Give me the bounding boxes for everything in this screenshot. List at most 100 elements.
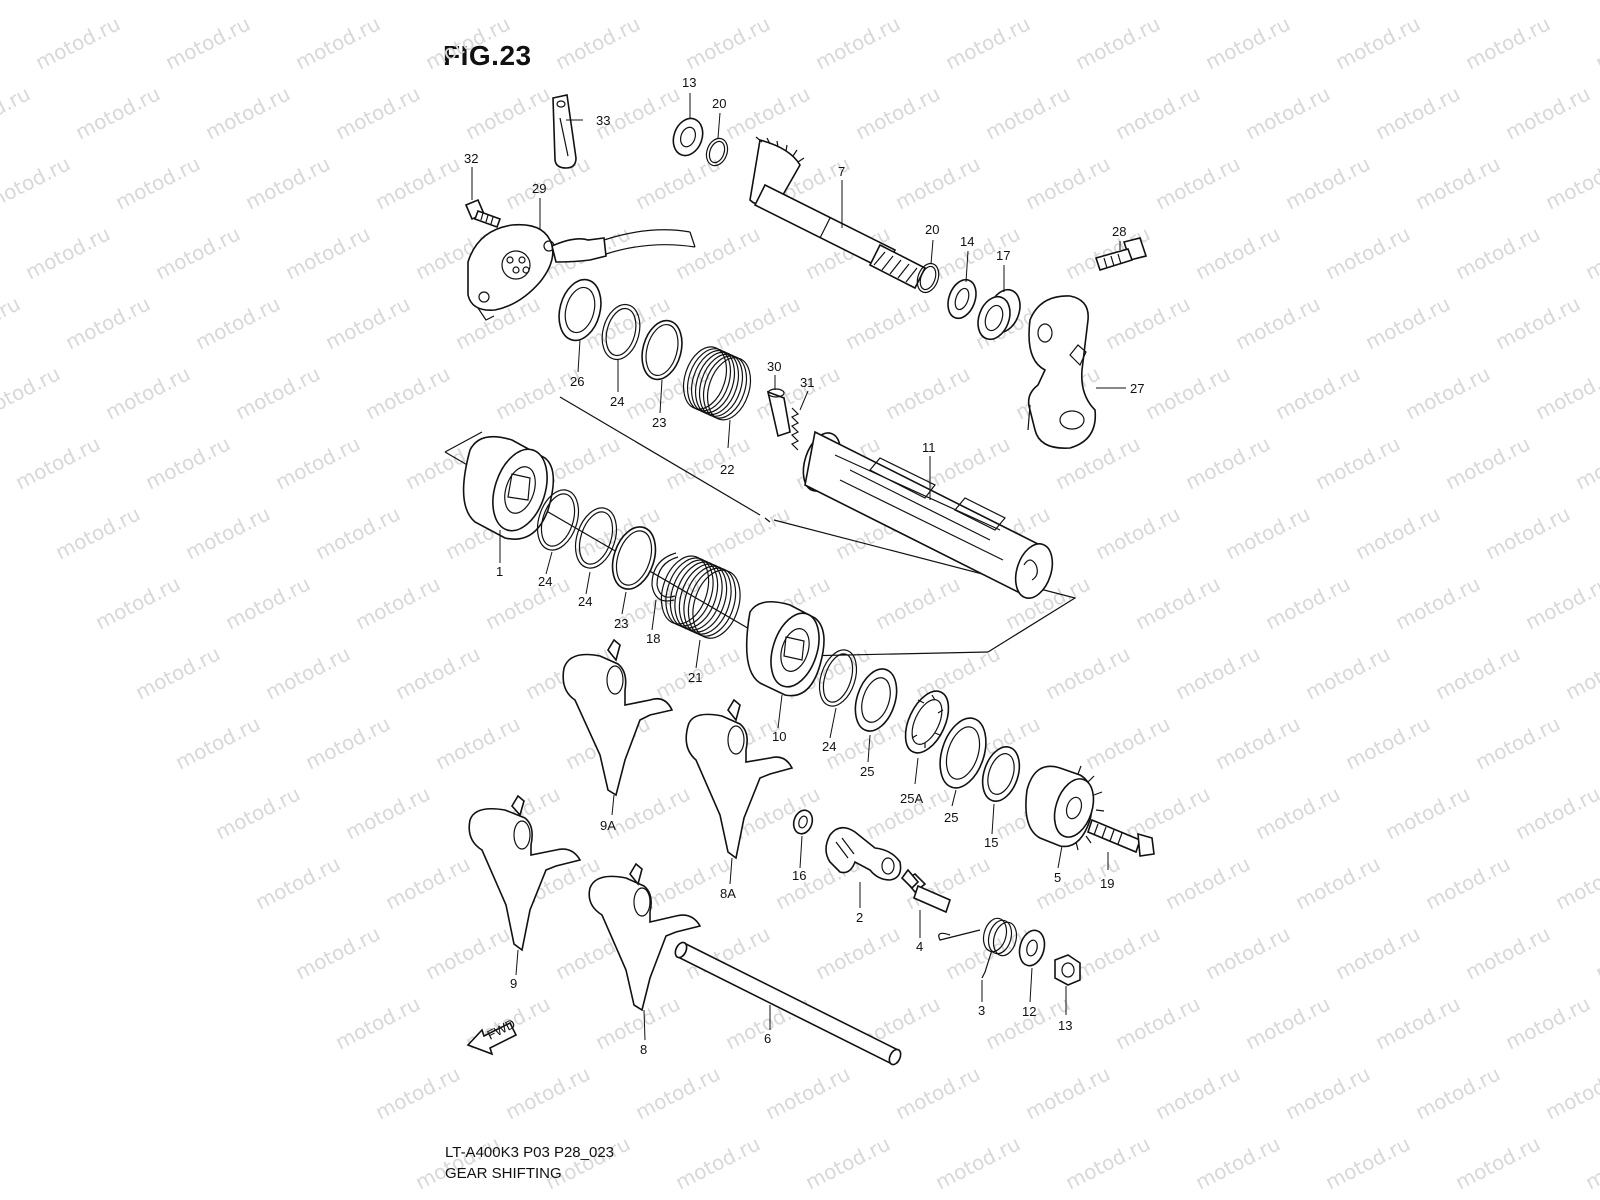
watermark-text: motod.ru [0,151,74,214]
watermark-text: motod.ru [1121,781,1214,844]
watermark-text: motod.ru [1511,781,1600,844]
watermark-text: motod.ru [1041,641,1134,704]
watermark-text: motod.ru [151,221,244,284]
callout: 22 [720,462,734,477]
watermark-text: motod.ru [1451,221,1544,284]
callout: 25 [860,764,874,779]
watermark-text: motod.ru [251,0,344,4]
callout: 18 [646,631,660,646]
watermark-text: motod.ru [811,921,904,984]
watermark-text: motod.ru [1071,921,1164,984]
watermark-text: motod.ru [891,151,984,214]
part-circlip-20-right [916,262,940,294]
watermark-text: motod.ru [261,641,354,704]
callout: 24 [578,594,592,609]
watermark-text: motod.ru [421,11,514,74]
watermark-text: motod.ru [141,431,234,494]
part-washer-13-top [672,117,704,157]
watermark-text: motod.ru [461,81,554,144]
watermark-text: motod.ru [1071,11,1164,74]
part-return-spring [938,917,1018,979]
leader-lines [471,93,1126,1041]
watermark-text: motod.ru [51,501,144,564]
watermark-text: motod.ru [1331,921,1424,984]
part-bolt-17 [1087,818,1155,857]
watermark-text: motod.ru [1251,781,1344,844]
watermark-text: motod.ru [1151,1061,1244,1124]
watermark-text: motod.ru [121,0,214,4]
part-circlip-24-low [818,649,858,707]
callout: 9 [510,976,517,991]
part-bearing-25A [904,690,950,754]
watermark-text: motod.ru [1281,151,1374,214]
watermark-text: motod.ru [1141,361,1234,424]
callout-numbers: 13 20 33 32 29 7 20 14 17 28 27 26 24 23… [464,75,1144,1057]
callout: 24 [538,574,552,589]
watermark-text: motod.ru [501,151,594,214]
watermark-text: motod.ru [241,151,334,214]
spring-coil [692,569,741,639]
watermark-text: motod.ru [1231,291,1324,354]
watermark-text: motod.ru [1221,501,1314,564]
watermark-text: motod.ru [1361,291,1454,354]
watermark-text: motod.ru [1421,851,1514,914]
watermark-text: motod.ru [1271,361,1364,424]
watermark-text: motod.ru [541,1131,634,1194]
watermark-text: motod.ru [211,781,304,844]
watermark-text: motod.ru [1151,151,1244,214]
watermark-text: motod.ru [1371,991,1464,1054]
callout: 15 [984,835,998,850]
watermark-text: motod.ru [1491,291,1584,354]
watermark-text: motod.ru [391,641,484,704]
watermark-text: motod.ru [1291,0,1384,4]
watermark-text: motod.ru [941,11,1034,74]
watermark-text: motod.ru [371,151,464,214]
callout: 20 [925,222,939,237]
callout: 30 [767,359,781,374]
watermark-text: motod.ru [1411,1061,1504,1124]
watermark-text: motod.ru [871,571,964,634]
watermark-text: motod.ru [1201,921,1294,984]
watermark-text: motod.ru [1341,711,1434,774]
part-shift-shaft [749,136,927,290]
part-cam-stopper-arm [1027,295,1097,449]
part-shift-fork-8 [588,862,702,1012]
watermark-text: motod.ru [11,431,104,494]
watermark-text: motod.ru [311,501,404,564]
part-ring-23-mid [611,526,657,590]
watermark-text: motod.ru [1371,81,1464,144]
callout: 32 [464,151,478,166]
watermark-text: motod.ru [1091,501,1184,564]
watermark-text: motod.ru [1411,151,1504,214]
watermark-text: motod.ru [1541,151,1600,214]
part-shift-fork-9 [468,794,582,952]
watermark-text: motod.ru [481,571,574,634]
watermark-text: motod.ru [841,291,934,354]
watermark-text: motod.ru [701,501,794,564]
watermark-text: motod.ru [71,81,164,144]
callout: 8 [640,1042,647,1057]
part-cam-10 [745,600,825,697]
callout: 3 [978,1003,985,1018]
callout: 8A [720,886,736,901]
watermark-text: motod.ru [931,1131,1024,1194]
watermark-text: motod.ru [191,291,284,354]
watermark-text: motod.ru [341,781,434,844]
watermark-text: motod.ru [221,571,314,634]
watermark-text: motod.ru [101,361,194,424]
part-spring-22 [682,346,752,421]
callout: 14 [960,234,974,249]
watermark-text: motod.ru [271,431,364,494]
watermark-text: motod.ru [61,291,154,354]
watermark-text: motod.ru [801,1131,894,1194]
watermark-text: motod.ru [291,921,384,984]
watermark-text: motod.ru [1321,221,1414,284]
watermark-text: motod.ru [511,0,604,4]
watermark-text: motod.ru [21,221,114,284]
watermark-text: motod.ru [631,1061,724,1124]
part-circlip-20-top [705,137,729,167]
callout: 12 [1022,1004,1036,1019]
watermark-text: motod.ru [901,0,994,4]
watermark-text: motod.ru [0,291,24,354]
callout: 27 [1130,381,1144,396]
